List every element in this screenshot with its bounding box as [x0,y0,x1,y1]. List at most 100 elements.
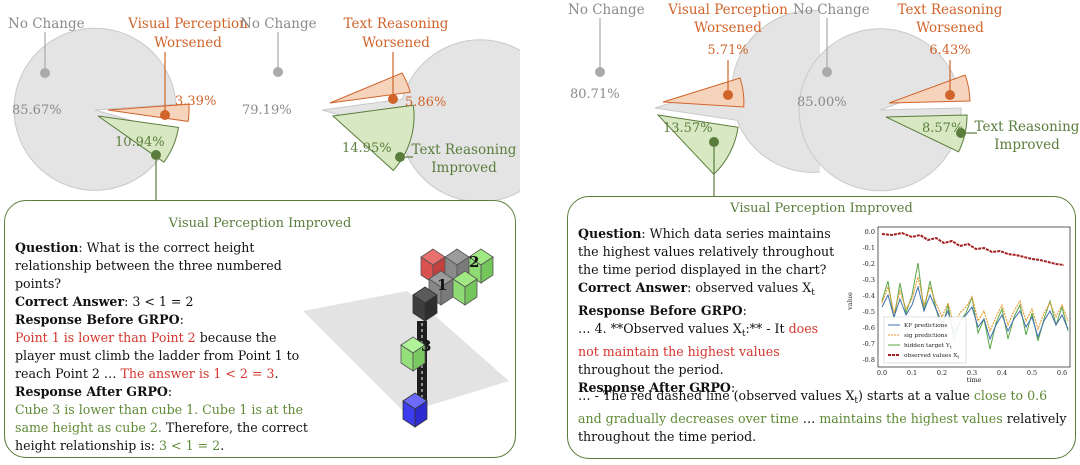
pie1-worsened-dot [160,110,170,120]
left-after-response: Cube 3 is lower than cube 1. Cube 1 is a… [15,402,308,453]
inset-xtick-3: 0.3 [967,369,977,377]
pie4-worsened-value: 6.43% [929,43,970,58]
pie2-improved-label-1: Text Reasoning [412,142,517,158]
pie1-worsened-label-2: Worsened [154,35,222,51]
cube-scene-image: 1 2 3 [303,248,509,428]
inset-series-kf [881,285,1069,341]
left-after-heading: Response After GRPO: [15,384,173,399]
pie3-no-change-dot [595,67,605,77]
right-panel-title: Visual Perception Improved [730,201,913,216]
pie1-no-change-label: No Change [8,16,85,32]
pie3-improved-dot [709,137,719,147]
pie1-no-change-slice [13,27,177,191]
inset-ytick-7: -0.7 [862,340,875,348]
pie4-improved-dot [956,128,966,138]
inset-series-observed [881,231,1065,266]
pie2-no-change-slice [321,39,520,200]
left-question: Question: What is the correct height rel… [15,240,282,291]
pie2-no-change-dot [273,67,283,77]
left-before-heading: Response Before GRPO: [15,312,184,327]
inset-line-chart: 0.0 -0.1 -0.2 -0.3 -0.4 -0.5 -0.6 -0.7 -… [846,226,1071,383]
pie4-no-change-value: 85.00% [797,95,847,110]
left-correct-answer: Correct Answer: 3 < 1 = 2 [15,294,194,309]
pie2-worsened-label-2: Worsened [362,35,430,51]
right-before-response: … 4. **Observed values Xt:** - It does n… [578,321,819,377]
left-example-panel: Visual Perception Improved Question: Wha… [4,200,516,458]
inset-ylabel: value [846,292,854,311]
inset-legend-sig: sig predictions [904,333,948,339]
inset-xlabel: time [967,376,982,383]
pie2-improved-label-2: Improved [431,160,497,176]
pie2-no-change-label: No Change [240,16,317,32]
pie2-improved-value: 14.95% [342,141,392,156]
inset-ytick-5: -0.5 [862,308,875,316]
inset-xtick-1: 0.1 [907,369,917,377]
pie-chart-4: No Change 85.00% Text Reasoning Worsened… [793,2,1080,192]
inset-xtick-5: 0.5 [1027,369,1037,377]
inset-series-sig [881,276,1069,333]
pie4-no-change-label: No Change [793,2,870,18]
inset-ytick-2: -0.2 [862,260,875,268]
pie2-improved-slice [331,104,415,172]
pie2-worsened-value: 5.86% [405,95,446,110]
left-panel-text: Question: What is the correct height rel… [15,239,315,455]
pie3-worsened-label-1: Visual Perception [667,2,788,18]
pie1-worsened-value: 3.39% [175,94,216,109]
pie2-worsened-dot [388,94,398,104]
inset-ytick-0: 0.0 [865,228,875,236]
inset-plot-area [877,226,1071,368]
inset-xtick-4: 0.4 [997,369,1007,377]
right-example-panel: Visual Perception Improved Question: Whi… [567,196,1076,459]
right-panel-text: Question: Which data series maintains th… [578,225,840,397]
right-after-heading: Response After GRPO: [578,380,736,395]
pie3-no-change-value: 80.71% [570,87,620,102]
pie4-improved-value: 8.57% [922,121,963,136]
pie2-no-change-value: 79.19% [242,103,292,118]
cube-label-1: 1 [437,276,447,294]
inset-series-hidden-target [881,262,1069,350]
pie2-improved-dot [395,152,405,162]
pie4-no-change-dot [822,67,832,77]
pie2-worsened-label-1: Text Reasoning [344,16,449,32]
left-before-response: Point 1 is lower than Point 2 because th… [15,330,300,381]
pie1-worsened-label-1: Visual Perception [127,16,248,32]
right-correct-answer: Correct Answer: observed values Xt [578,280,815,298]
pie4-improved-label-2: Improved [994,137,1060,153]
pie1-improved-dot [151,150,161,160]
pie-chart-2: No Change 79.19% Text Reasoning Worsened… [240,16,520,200]
inset-ytick-4: -0.4 [862,292,875,300]
pie3-improved-value: 13.57% [663,121,713,136]
inset-legend-kf: KF predictions [904,323,947,329]
pie3-worsened-value: 5.71% [707,43,748,58]
inset-xtick-6: 0.6 [1057,369,1067,377]
pie4-worsened-label-2: Worsened [916,20,984,36]
pie4-worsened-dot [945,90,955,100]
cube-label-3: 3 [421,337,431,355]
pie3-worsened-label-2: Worsened [694,20,762,36]
pie4-improved-label-1: Text Reasoning [975,119,1080,135]
inset-ytick-8: -0.8 [862,356,875,364]
inset-ytick-6: -0.6 [862,324,875,332]
pie4-no-change-slice [798,28,962,192]
pie-chart-1: No Change 85.67% Visual Perception Worse… [8,16,248,200]
left-panel-title: Visual Perception Improved [168,216,352,231]
pie1-no-change-value: 85.67% [12,103,62,118]
inset-legend-observed: observed values Xt [904,353,959,361]
pie-chart-3: No Change 80.71% Visual Perception Worse… [568,2,820,200]
pie4-worsened-label-1: Text Reasoning [898,2,1003,18]
cube-label-2: 2 [469,253,479,271]
pie3-no-change-label: No Change [568,2,645,18]
right-before-heading: Response Before GRPO: [578,303,747,318]
pie1-improved-value: 10.94% [115,135,165,150]
pie3-worsened-dot [723,90,733,100]
inset-xtick-0: 0.0 [877,369,887,377]
inset-ytick-1: -0.1 [862,244,875,252]
inset-ytick-3: -0.3 [862,276,875,284]
inset-xtick-2: 0.2 [937,369,947,377]
pie3-worsened-slice [662,77,745,108]
inset-legend-hidden: hidden target Yt [904,343,952,351]
right-after-response: … - The red dashed line (observed values… [578,388,1067,444]
pie2-worsened-slice [329,72,411,104]
pie1-no-change-dot [40,68,50,78]
right-question: Question: Which data series maintains th… [578,226,835,277]
